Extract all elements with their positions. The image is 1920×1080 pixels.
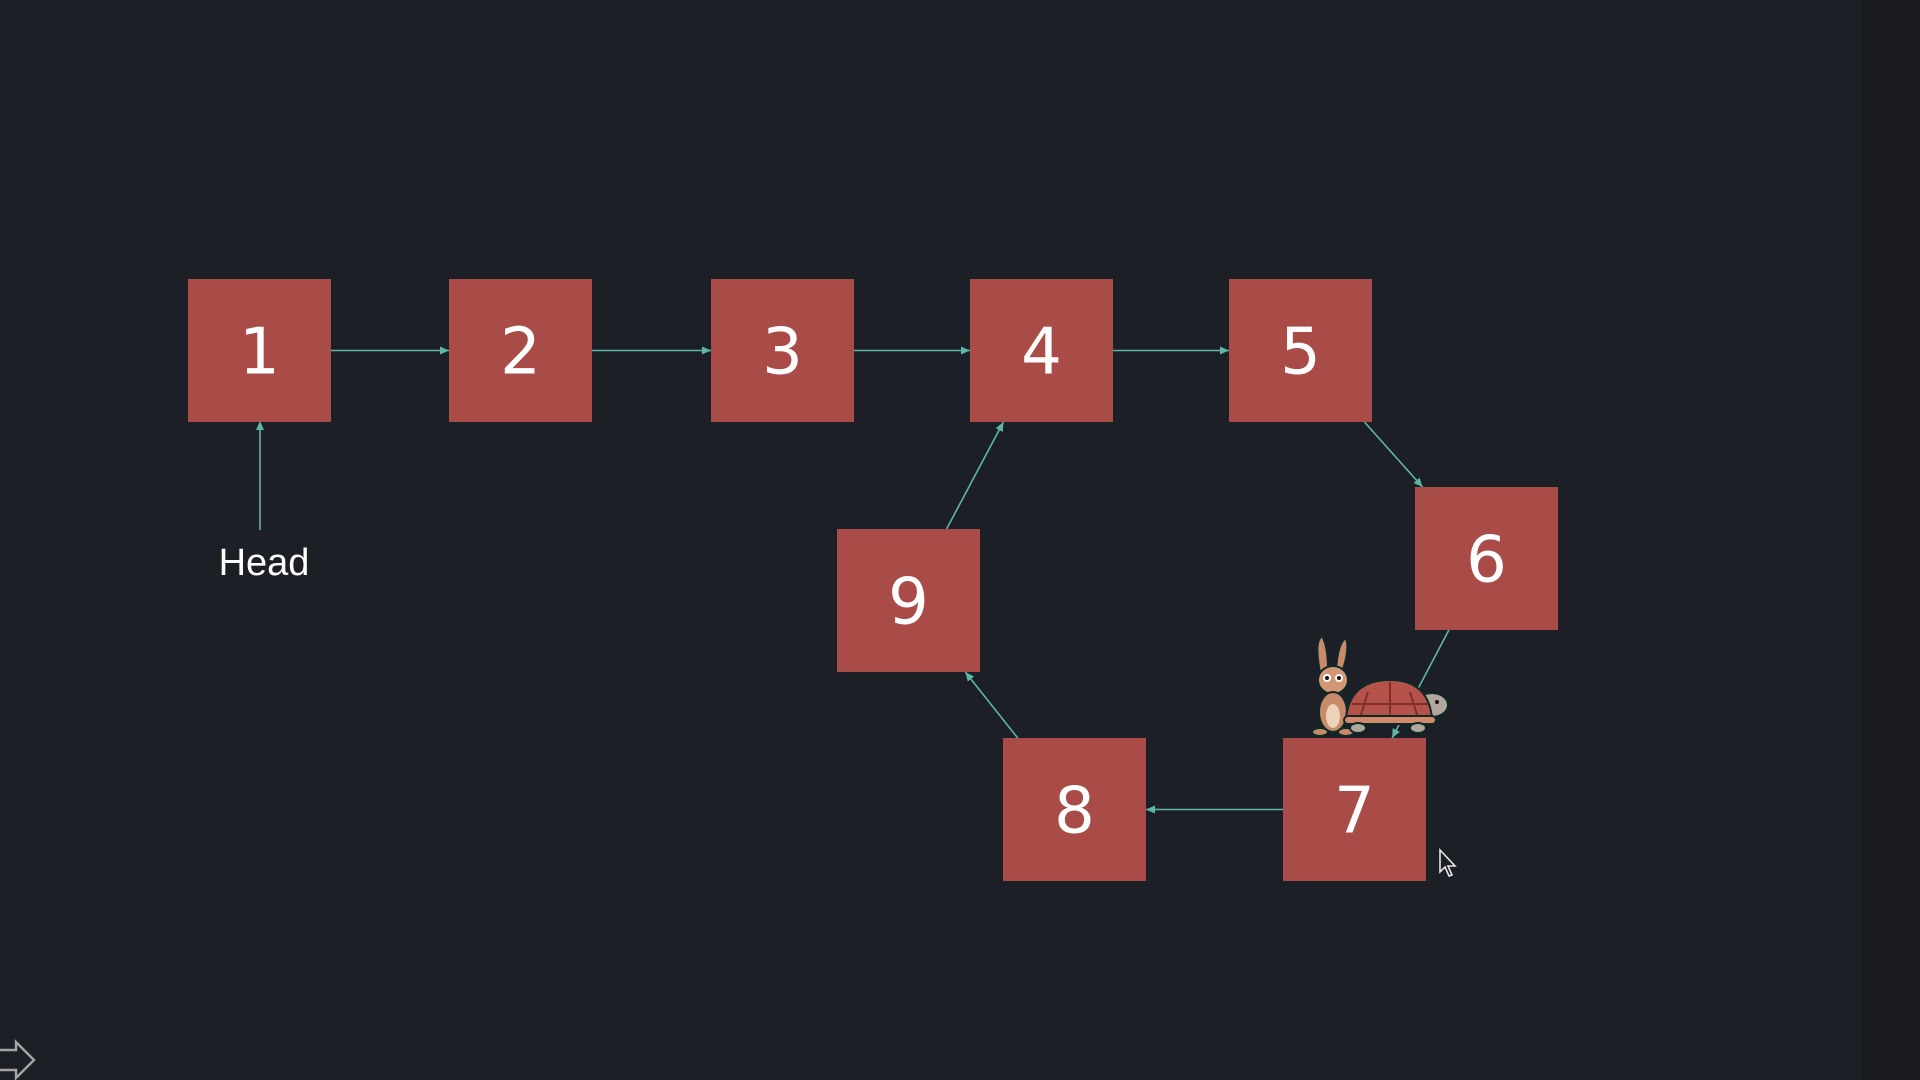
- node-4: 4: [970, 279, 1113, 422]
- head-pointer-arrowhead: [256, 421, 264, 430]
- node-2: 2: [449, 279, 592, 422]
- edge-8-to-9: [964, 671, 1019, 739]
- edge-2-to-3-arrowhead: [702, 346, 711, 355]
- node-box: [1003, 738, 1146, 881]
- node-box: [1415, 487, 1558, 630]
- node-label: 4: [1021, 316, 1062, 390]
- node-1: 1: [188, 279, 331, 422]
- node-label: 2: [500, 316, 541, 390]
- node-box: [449, 279, 592, 422]
- node-9: 9: [837, 529, 980, 672]
- node-5: 5: [1229, 279, 1372, 422]
- node-box: [970, 279, 1113, 422]
- node-box: [1229, 279, 1372, 422]
- edge-3-to-4-arrowhead: [961, 346, 970, 355]
- node-7: 7: [1283, 738, 1426, 881]
- head-pointer: Head: [219, 421, 310, 584]
- node-3: 3: [711, 279, 854, 422]
- edge-8-to-9-arrowhead: [965, 672, 975, 682]
- node-box: [837, 529, 980, 672]
- node-label: 1: [239, 316, 280, 390]
- node-label: 9: [888, 566, 929, 640]
- edge-1-to-2-arrowhead: [440, 346, 449, 355]
- node-8: 8: [1003, 738, 1146, 881]
- node-label: 5: [1280, 316, 1321, 390]
- right-edge-panel: [1862, 0, 1920, 1080]
- node-label: 8: [1054, 775, 1095, 849]
- mouse-cursor-icon: [1439, 847, 1457, 877]
- node-box: [1283, 738, 1426, 881]
- arrow-outline-icon: [0, 1039, 36, 1080]
- node-label: 6: [1466, 524, 1507, 598]
- edge-4-to-5-arrowhead: [1220, 346, 1229, 355]
- edge-7-to-8-arrowhead: [1146, 805, 1155, 814]
- edge-5-to-6-arrowhead: [1413, 477, 1423, 487]
- node-label: 7: [1334, 775, 1375, 849]
- edge-9-to-4-arrowhead: [995, 422, 1004, 432]
- node-6: 6: [1415, 487, 1558, 630]
- rabbit-icon: [1311, 634, 1355, 737]
- node-label: 3: [762, 316, 803, 390]
- node-box: [188, 279, 331, 422]
- edge-5-to-6: [1363, 421, 1424, 488]
- tortoise-icon: [1343, 678, 1449, 734]
- nodes-layer: 1 2 3 4 5 6 7 8 9: [188, 279, 1558, 881]
- edge-6-to-7-arrowhead: [1392, 728, 1400, 738]
- head-label: Head: [219, 542, 310, 584]
- edge-9-to-4: [945, 421, 1005, 530]
- node-box: [711, 279, 854, 422]
